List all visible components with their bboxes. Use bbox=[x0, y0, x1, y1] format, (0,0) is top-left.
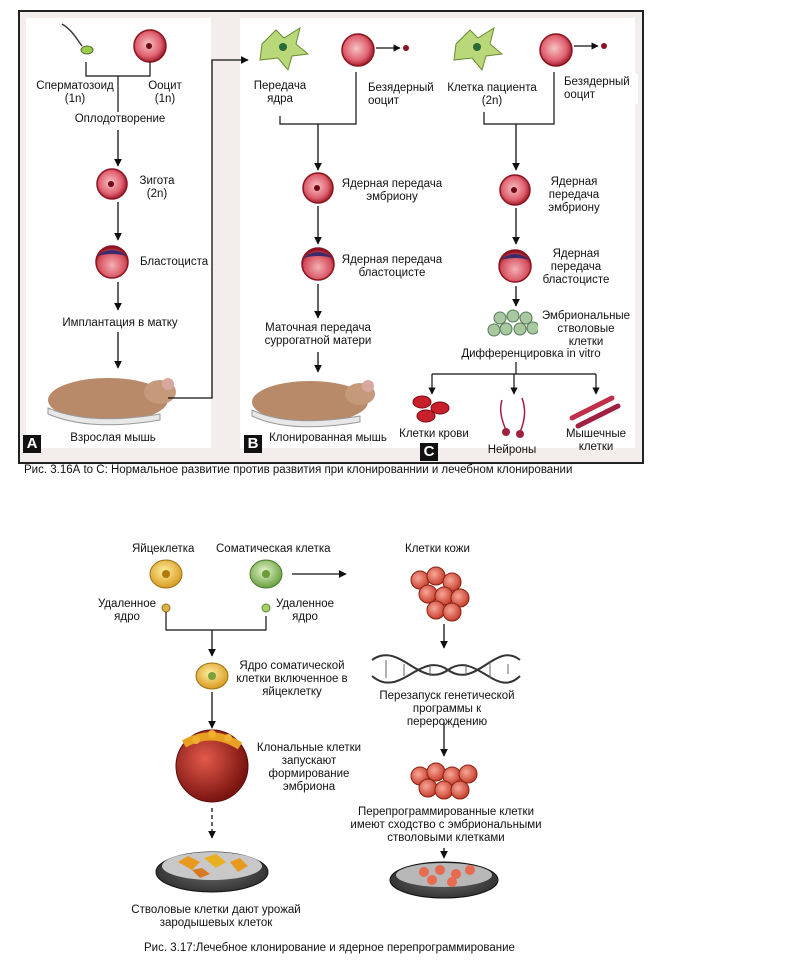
neurons-label: Нейроны bbox=[487, 444, 537, 456]
blastocyst-b-icon bbox=[301, 247, 335, 281]
dna-helix-icon bbox=[371, 654, 521, 684]
clonal-embryo-icon bbox=[175, 729, 249, 803]
panel-b-tag: B bbox=[244, 435, 262, 453]
somatic-cell-icon bbox=[249, 559, 283, 589]
somatic-cell-label: Соматическая клетка bbox=[216, 543, 331, 555]
differentiation-label: Дифференцировка in vitro bbox=[456, 348, 606, 361]
panel-c-tag: C bbox=[420, 443, 438, 461]
figure-3-16-caption: Рис. 3.16А to С: Нормальное развитие про… bbox=[24, 464, 573, 476]
muscle-cells-icon bbox=[569, 395, 621, 429]
adult-mouse-label: Взрослая мышь bbox=[70, 432, 156, 444]
neurons-icon bbox=[499, 397, 526, 438]
oocyte-icon bbox=[133, 29, 167, 63]
sperm-label: Сперматозоид(1n) bbox=[36, 80, 114, 105]
reconstructed-egg-icon bbox=[195, 662, 229, 690]
enucleated-oocyte-c-icon bbox=[539, 33, 607, 67]
blastocyst-c-icon bbox=[498, 249, 532, 283]
fertilization-label: Оплодотворение bbox=[74, 113, 166, 125]
blastocyst-label: Бластоциста bbox=[140, 256, 209, 268]
figure-3-17-caption: Рис. 3.17:Лечебное клонирование и ядерно… bbox=[144, 942, 515, 954]
zygote-icon bbox=[96, 168, 128, 200]
blood-cells-icon bbox=[412, 395, 450, 423]
oocyte-label: Ооцит(1n) bbox=[148, 80, 182, 105]
embryonic-stem-cells-icon bbox=[487, 309, 540, 337]
egg-cell-icon bbox=[149, 559, 183, 589]
petri-dish-stem-cells-icon bbox=[155, 851, 269, 893]
removed-nucleus-somatic-icon bbox=[261, 603, 271, 613]
enucleated-oocyte-b-icon bbox=[341, 33, 409, 67]
patient-cell-label: Клетка пациента(2n) bbox=[442, 82, 542, 108]
zygote-label: Зигота(2n) bbox=[139, 175, 175, 200]
embryo-b-icon bbox=[302, 172, 334, 204]
panel-a-tag: A bbox=[23, 435, 41, 453]
reprogrammed-cells-icon bbox=[410, 762, 478, 800]
skin-cells-label: Клетки кожи bbox=[405, 543, 470, 555]
blastocyst-icon bbox=[95, 245, 129, 279]
donor-cell-icon bbox=[259, 26, 310, 72]
cloned-mouse-image bbox=[251, 380, 375, 428]
skin-cells-icon bbox=[410, 566, 470, 622]
patient-cell-icon bbox=[453, 26, 504, 72]
petri-dish-reprogrammed-icon bbox=[389, 861, 499, 899]
sperm-icon bbox=[61, 23, 94, 55]
removed-nucleus-egg-icon bbox=[161, 603, 171, 613]
cloned-mouse-label: Клонированная мышь bbox=[269, 432, 387, 444]
embryo-c-icon bbox=[499, 174, 531, 206]
egg-cell-label: Яйцеклетка bbox=[132, 543, 195, 555]
adult-mouse-image bbox=[47, 378, 176, 426]
blood-cells-label: Клетки крови bbox=[399, 428, 469, 440]
implantation-label: Имплантация в матку bbox=[62, 317, 178, 329]
